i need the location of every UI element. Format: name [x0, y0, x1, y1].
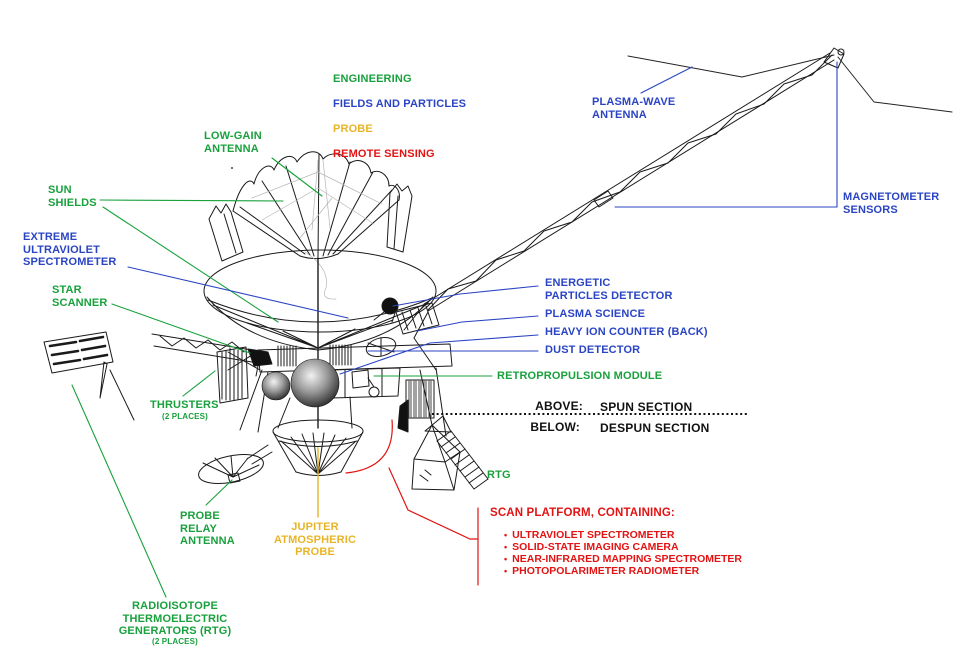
label-plasma-science: PLASMA SCIENCE [545, 308, 646, 320]
scan-platform-item: • SOLID-STATE IMAGING CAMERA [504, 541, 679, 553]
label-thrusters-places: (2 PLACES) [162, 412, 208, 421]
sun-shields-drawing [208, 183, 413, 262]
scan-platform-item: • NEAR-INFRARED MAPPING SPECTROMETER [504, 553, 742, 565]
label-sun-shields: SUN SHIELDS [48, 184, 97, 209]
thrusters-drawing [216, 346, 249, 404]
label-star-scanner: STAR SCANNER [52, 284, 108, 309]
label-thrusters: THRUSTERS [150, 399, 219, 411]
bullet-icon: • [504, 530, 508, 540]
color-legend: ENGINEERING FIELDS AND PARTICLES PROBE R… [333, 60, 466, 173]
label-heavy-ion-counter: HEAVY ION COUNTER (BACK) [545, 326, 708, 338]
bullet-icon: • [504, 566, 508, 576]
label-retropropulsion-module: RETROPROPULSION MODULE [497, 370, 663, 382]
label-probe-relay-antenna: PROBE RELAY ANTENNA [180, 510, 235, 547]
legend-fields-and-particles: FIELDS AND PARTICLES [333, 97, 467, 110]
section-above-value: SPUN SECTION [600, 400, 693, 414]
propellant-tanks-drawing [261, 358, 340, 408]
legend-remote-sensing: REMOTE SENSING [333, 147, 435, 160]
star-scanner-drawing [247, 348, 273, 377]
bullet-icon: • [504, 554, 508, 564]
label-low-gain-antenna: LOW-GAIN ANTENNA [204, 130, 262, 155]
magnetometer-boom-drawing [403, 47, 845, 371]
label-energetic-particles-detector: ENERGETIC PARTICLES DETECTOR [545, 277, 673, 302]
label-extreme-ultraviolet-spectrometer: EXTREME ULTRAVIOLET SPECTROMETER [23, 231, 117, 268]
legend-probe: PROBE [333, 122, 373, 135]
scan-platform-item: • PHOTOPOLARIMETER RADIOMETER [504, 565, 700, 577]
section-below-key: BELOW: [530, 420, 580, 434]
label-rtg-generators: RADIOISOTOPE THERMOELECTRIC GENERATORS (… [118, 600, 232, 637]
scan-platform-drawing [411, 415, 461, 491]
section-below-value: DESPUN SECTION [600, 421, 710, 435]
left-rtg-boom-drawing [43, 331, 259, 421]
bullet-icon: • [504, 542, 508, 552]
high-gain-antenna-drawing [231, 151, 400, 300]
section-above-key: ABOVE: [535, 399, 583, 413]
label-rtg-generators-places: (2 PLACES) [152, 637, 198, 646]
leader-lines [71, 61, 838, 598]
label-plasma-wave-antenna: PLASMA-WAVE ANTENNA [592, 96, 676, 121]
label-rtg-short: RTG [487, 469, 511, 481]
descent-probe-drawing [272, 419, 364, 476]
legend-engineering: ENGINEERING [333, 72, 412, 85]
scan-platform-item: • ULTRAVIOLET SPECTROMETER [504, 529, 675, 541]
plasma-wave-wires-drawing [627, 54, 953, 113]
label-jupiter-atmospheric-probe: JUPITER ATMOSPHERIC PROBE [273, 521, 357, 558]
label-magnetometer-sensors: MAGNETOMETER SENSORS [843, 191, 940, 216]
scan-platform-heading: SCAN PLATFORM, CONTAINING: [490, 507, 675, 519]
probe-relay-antenna-drawing [198, 444, 273, 484]
label-dust-detector: DUST DETECTOR [545, 344, 641, 356]
right-instruments-drawing [365, 297, 440, 433]
